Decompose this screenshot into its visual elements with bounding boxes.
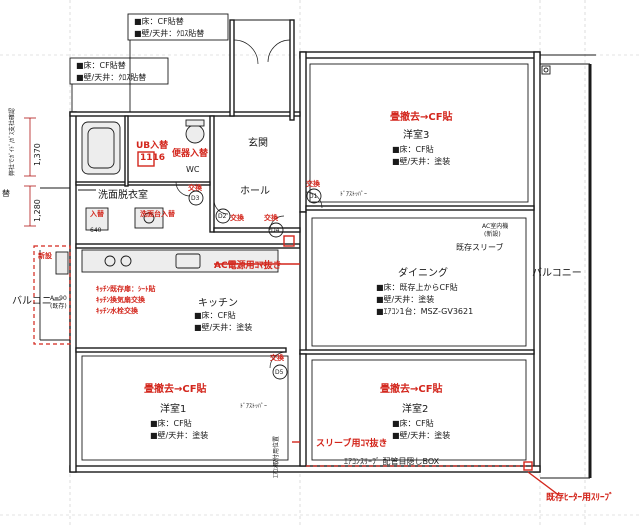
- new-install-label: 新設: [38, 251, 53, 260]
- door-tags: D3 D1 D2 D4 D5: [188, 188, 322, 380]
- balcony-left: [33, 245, 71, 345]
- callout-wc-floor: ■床：CF貼替: [134, 16, 184, 26]
- kitchen-name: キッチン: [198, 297, 238, 309]
- balcony-right-label: バルコニー: [532, 267, 582, 279]
- washer: [85, 207, 109, 231]
- dining-aircon: ■ｴｱｺﾝ1台：MSZ-GV3621: [376, 306, 473, 316]
- wc-small: 640: [90, 227, 102, 234]
- western2-wall: ■壁/天井：塗装: [392, 430, 450, 440]
- pipe-note: A=90: [50, 295, 67, 302]
- western3-title: 畳撤去→CF貼: [390, 110, 453, 123]
- dining-name: ダイニング: [398, 266, 448, 279]
- ac-indoor-label: AC室内機: [482, 222, 508, 230]
- heater-sleeve-label: 既存ﾋｰﾀｰ用ｽﾘｰﾌﾞ: [546, 491, 614, 503]
- aircon-position-label: ｴｱｺﾝ取付用位置: [272, 436, 280, 478]
- edge-text: 替: [2, 188, 10, 198]
- dining-wall: ■壁/天井：塗装: [376, 294, 434, 304]
- balcony-right: [540, 54, 596, 479]
- room-kitchen: キッチン ■床：CF貼 ■壁/天井：塗装 ｷｯﾁﾝ既存扉：ｼｰﾄ貼 ｷｯﾁﾝ換気…: [96, 284, 252, 332]
- ac-outlet-label: AC電源用ｺﾏ抜き: [214, 259, 282, 271]
- western1-name: 洋室1: [160, 402, 186, 415]
- dimension-labels: 1,370 1,280 弊社でｶﾞｲﾄﾞ/ｶﾞｽ支社確認: [8, 108, 42, 222]
- hall-label: ホール: [240, 185, 270, 197]
- existing-sleeve-label: 既存スリーブ: [456, 242, 504, 252]
- western1-title: 畳撤去→CF貼: [144, 382, 207, 395]
- door-exchange-d4: 交換: [264, 213, 279, 222]
- callout-bath: ■床：CF貼替 ■壁/天井：ｸﾛｽ貼替: [69, 57, 169, 112]
- unit-bath-top: UB入替: [136, 139, 169, 151]
- door-tag-d5: D5: [275, 369, 284, 376]
- western2-title: 畳撤去→CF貼: [380, 382, 443, 395]
- western3-floor: ■床：CF貼: [392, 144, 434, 154]
- kitchen-sink: [175, 253, 201, 269]
- western3-wall: ■壁/天井：塗装: [392, 156, 450, 166]
- kitchen-note-2: ｷｯﾁﾝ換気扇交換: [96, 295, 146, 304]
- balcony-left-label: バルコニー: [12, 295, 62, 307]
- callout-wc-wall: ■壁/天井：ｸﾛｽ貼替: [134, 28, 204, 38]
- washroom-label: 洗面脱衣室: [98, 188, 148, 201]
- heater-exhaust: 入替: [89, 209, 104, 218]
- door-exchange-d2: 交換: [230, 213, 245, 222]
- aircon-box-label: ｴｱｺﾝｽﾘｰﾌﾞ 配管目隠しBOX: [344, 456, 440, 466]
- western3-name: 洋室3: [403, 128, 429, 141]
- western1-floor: ■床：CF貼: [150, 418, 192, 428]
- room-western1: 畳撤去→CF貼 洋室1 ■床：CF貼 ■壁/天井：塗装: [144, 382, 208, 440]
- door-tag-d1: D1: [309, 193, 318, 200]
- kitchen-note-3: ｷｯﾁﾝ水栓交換: [96, 306, 139, 315]
- door-exchange-d1: 交換: [306, 179, 321, 188]
- callout-wc: ■床：CF貼替 ■壁/天井：ｸﾛｽ貼替: [127, 13, 229, 112]
- door-exchange-d5: 交換: [270, 353, 285, 362]
- pipe-space: [55, 251, 69, 275]
- ac-indoor-new: (新設): [484, 230, 501, 238]
- callout-bath-wall: ■壁/天井：ｸﾛｽ貼替: [76, 72, 146, 82]
- dimension-2: 1,280: [33, 199, 42, 222]
- callout-bath-floor: ■床：CF貼替: [76, 60, 126, 70]
- wc-label: WC: [186, 165, 200, 174]
- dining-floor: ■床：既存上からCF貼: [376, 282, 458, 292]
- annotation-lines: [24, 117, 561, 497]
- western2-floor: ■床：CF貼: [392, 418, 434, 428]
- stove: [104, 255, 116, 267]
- room-dining: ダイニング ■床：既存上からCF貼 ■壁/天井：塗装 ■ｴｱｺﾝ1台：MSZ-G…: [376, 266, 473, 316]
- room-outlines: [81, 63, 529, 461]
- room-labels: 玄関 ホール WC 洗面脱衣室 バルコニー バルコニー A=90 (既存) 替 …: [2, 136, 582, 310]
- dimension-1: 1,370: [33, 143, 42, 166]
- toilet-replace: 便器入替: [172, 147, 209, 159]
- room-western2: 畳撤去→CF貼 洋室2 ■床：CF貼 ■壁/天井：塗装: [380, 382, 450, 440]
- kitchen-wall: ■壁/天井：塗装: [194, 322, 252, 332]
- kitchen-floor: ■床：CF貼: [194, 310, 236, 320]
- unit-bath-bottom: 1116: [140, 153, 165, 163]
- pipe-note-existing: (既存): [50, 302, 67, 310]
- fixtures: [55, 119, 279, 275]
- doors: [175, 39, 323, 369]
- toilet: [185, 124, 205, 144]
- western2-name: 洋室2: [402, 402, 428, 415]
- door-tag-d4: D4: [271, 227, 280, 234]
- kitchen-note-1: ｷｯﾁﾝ既存扉：ｼｰﾄ貼: [96, 284, 156, 293]
- dimension-note: 弊社でｶﾞｲﾄﾞ/ｶﾞｽ支社確認: [8, 108, 16, 176]
- door-tag-d2: D2: [218, 213, 227, 220]
- western1-wall: ■壁/天井：塗装: [150, 430, 208, 440]
- washstand-replace: 洗面台入替: [140, 209, 175, 218]
- door-tag-d3: D3: [191, 195, 200, 202]
- entrance-label: 玄関: [248, 136, 268, 149]
- red-annotations: UB入替 1116 便器入替 洗面台入替 入替 交換 交換 交換 交換 交換 A…: [38, 139, 614, 503]
- door-stopper-2: ﾄﾞｱｽﾄｯﾊﾟｰ: [240, 403, 267, 410]
- room-western3: 畳撤去→CF貼 洋室3 ■床：CF貼 ■壁/天井：塗装: [390, 110, 453, 166]
- interior-walls: [75, 19, 535, 467]
- door-stopper-1: ﾄﾞｱｽﾄｯﾊﾟｰ: [340, 191, 367, 198]
- sleeve-outlet-label: スリーブ用ｺﾏ抜き: [316, 437, 387, 449]
- door-exchange-d3: 交換: [188, 183, 203, 192]
